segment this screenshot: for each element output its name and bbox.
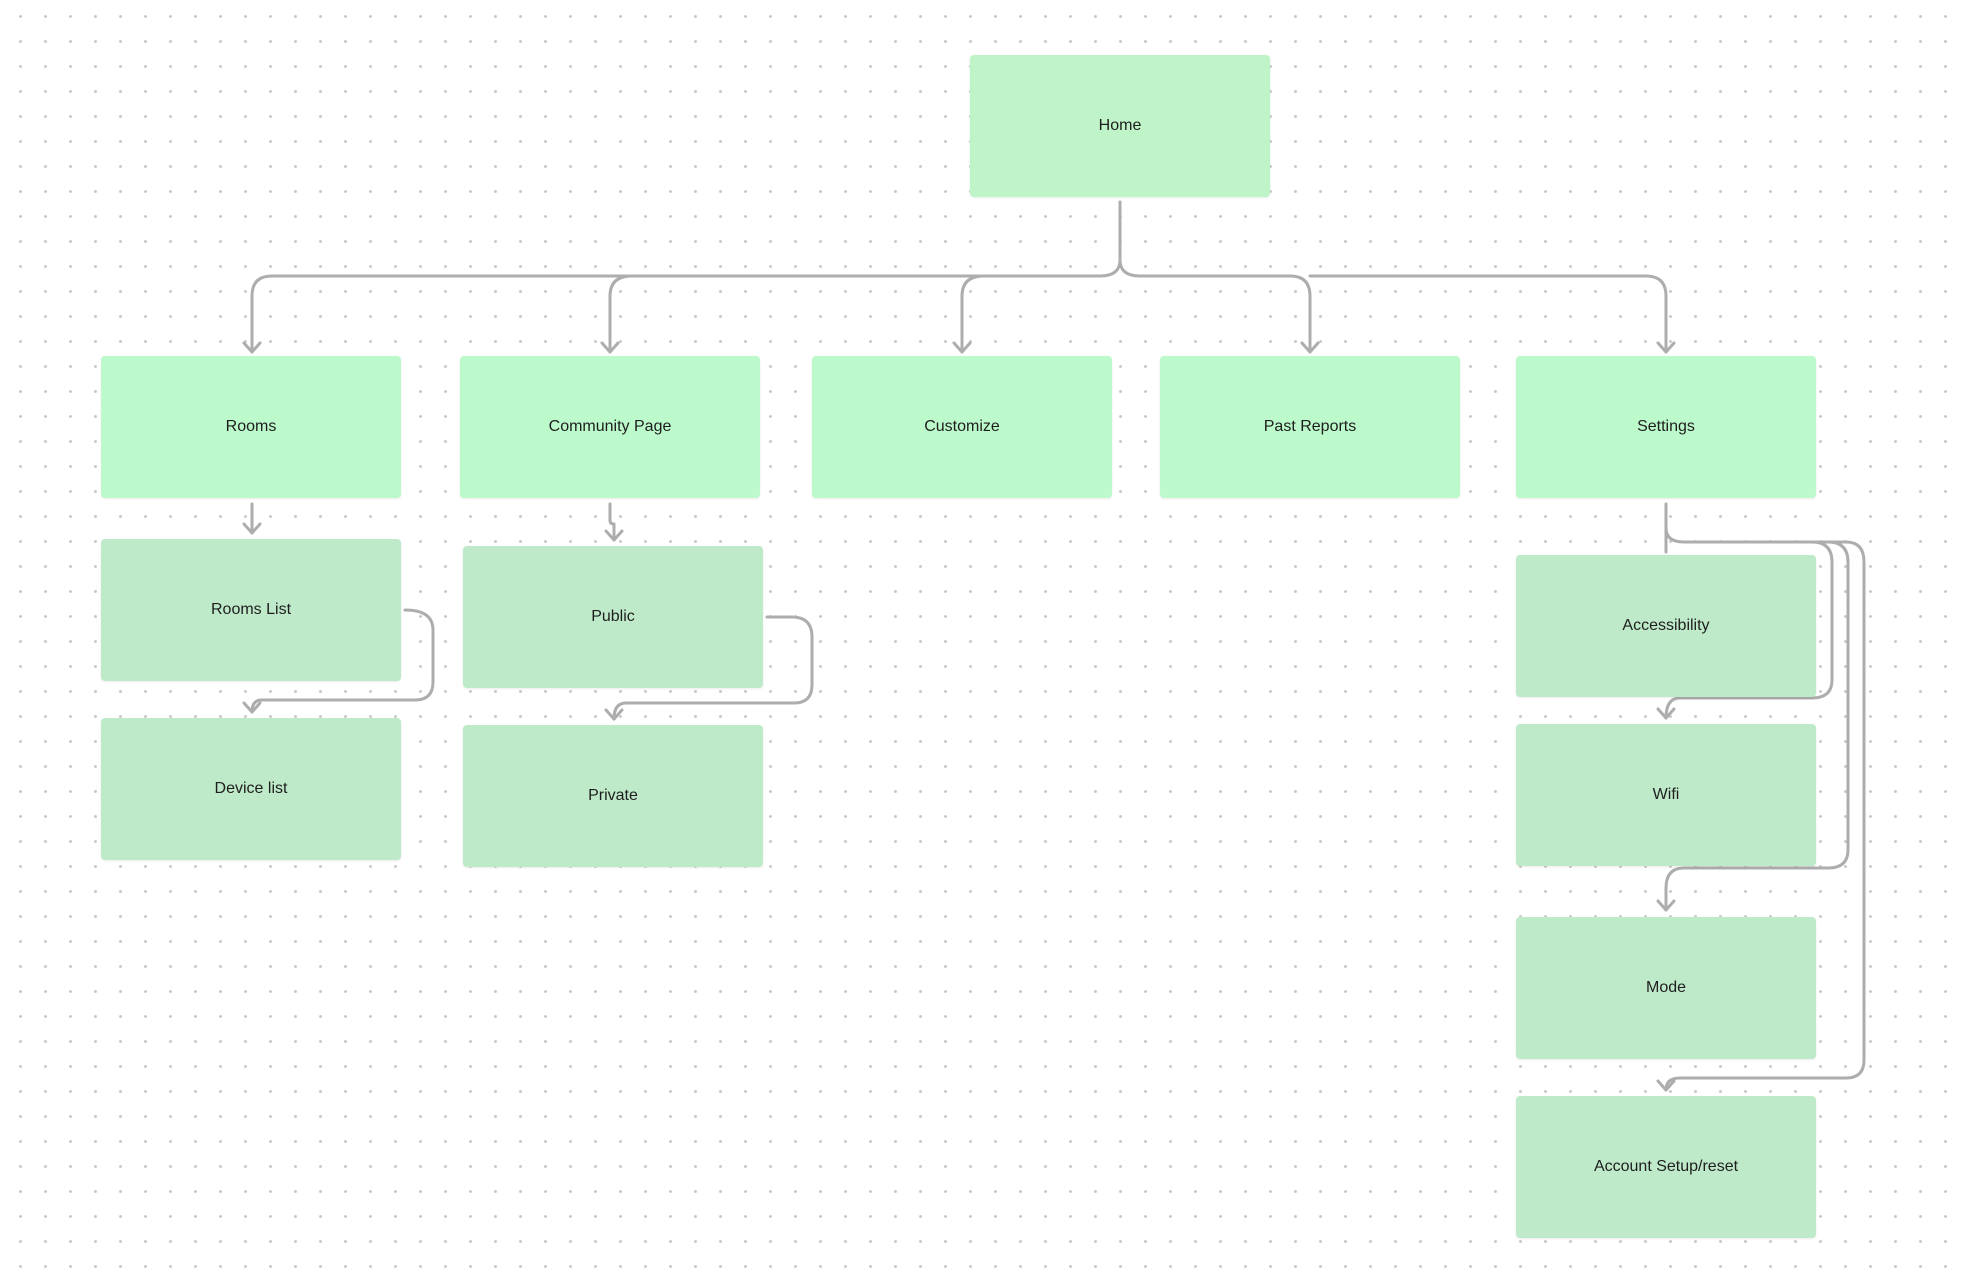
node-public-label: Public — [591, 608, 635, 625]
node-past-reports-label: Past Reports — [1263, 418, 1357, 435]
node-mode-label: Mode — [1645, 979, 1687, 996]
edge-home-past-reports-arrowhead — [1300, 341, 1320, 354]
edge-rooms-rooms-list-arrowhead — [242, 522, 262, 535]
node-home-label: Home — [1098, 117, 1142, 134]
edge-home-customize-arrowhead — [952, 341, 972, 354]
edge-settings-wifi-arrowhead — [1656, 707, 1676, 720]
node-accessibility-label: Accessibility — [1622, 617, 1710, 634]
node-customize-label: Customize — [924, 418, 1000, 435]
node-public[interactable]: Public — [463, 546, 763, 688]
node-community-page-label: Community Page — [548, 418, 672, 435]
node-rooms-label: Rooms — [225, 418, 277, 435]
node-past-reports[interactable]: Past Reports — [1160, 356, 1460, 498]
edge-home-rooms-arrowhead — [242, 341, 262, 354]
node-customize[interactable]: Customize — [812, 356, 1112, 498]
edge-home-customize — [960, 274, 986, 354]
edge-public-private — [612, 615, 814, 721]
edge-rooms-list-device-list — [250, 608, 435, 714]
edge-rooms-list-device-list-arrowhead — [242, 701, 262, 714]
node-device-list-label: Device list — [214, 780, 288, 797]
node-wifi[interactable]: Wifi — [1516, 724, 1816, 866]
edge-home-community — [608, 274, 634, 354]
edge-settings-account-arrowhead — [1656, 1079, 1676, 1092]
node-private[interactable]: Private — [463, 725, 763, 867]
node-rooms-list[interactable]: Rooms List — [101, 539, 401, 681]
edge-settings-wifi — [1664, 502, 1834, 720]
node-settings[interactable]: Settings — [1516, 356, 1816, 498]
edge-public-private-arrowhead — [604, 708, 624, 721]
edge-home-settings — [1308, 274, 1668, 354]
node-device-list[interactable]: Device list — [101, 718, 401, 860]
node-community-page[interactable]: Community Page — [460, 356, 760, 498]
node-account-setup-reset-label: Account Setup/reset — [1593, 1158, 1739, 1175]
node-private-label: Private — [588, 787, 638, 804]
edge-home-settings-arrowhead — [1656, 341, 1676, 354]
node-rooms[interactable]: Rooms — [101, 356, 401, 498]
edge-settings-mode-arrowhead — [1656, 899, 1676, 912]
edge-community-public — [608, 502, 616, 542]
edge-settings-account — [1664, 540, 1866, 1092]
node-account-setup-reset[interactable]: Account Setup/reset — [1516, 1096, 1816, 1238]
node-rooms-list-label: Rooms List — [210, 601, 292, 618]
node-mode[interactable]: Mode — [1516, 917, 1816, 1059]
edge-home-community-arrowhead — [600, 341, 620, 354]
edge-home-rooms — [250, 200, 1122, 354]
node-accessibility[interactable]: Accessibility — [1516, 555, 1816, 697]
edge-settings-mode — [1664, 540, 1850, 912]
node-home[interactable]: Home — [970, 55, 1270, 197]
node-wifi-label: Wifi — [1652, 786, 1680, 803]
edge-community-public-arrowhead — [604, 529, 624, 542]
node-settings-label: Settings — [1637, 418, 1695, 435]
edge-home-past-reports — [1118, 258, 1312, 354]
